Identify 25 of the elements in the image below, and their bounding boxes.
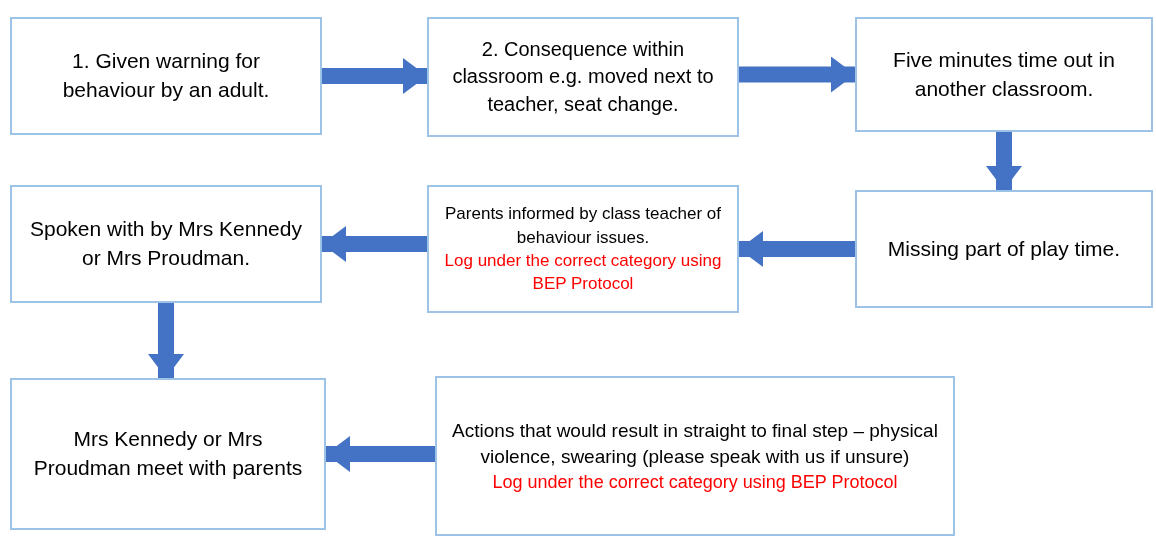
step-box — [10, 378, 326, 530]
block-arrow — [739, 231, 855, 267]
note-text: Log under the correct category using BEP Protocol — [492, 470, 898, 494]
block-arrow — [322, 226, 427, 262]
step-text: 2. Consequence within classroom e.g. moved next to teacher, seat change. — [451, 36, 715, 117]
step-text: Actions that would result in straight to final step – physical violence, swearing (please speak with us if unsure) — [451, 418, 939, 469]
block-arrow — [322, 58, 427, 94]
step-text: Parents informed by class teacher of behaviour issues. — [444, 203, 722, 249]
step-box — [10, 185, 322, 303]
step-text: 1. Given warning for behaviour by an adult. — [61, 48, 271, 103]
block-arrow — [986, 132, 1022, 190]
block-arrow — [326, 436, 435, 472]
step-box — [427, 17, 739, 137]
step-box — [427, 185, 739, 313]
step-box — [10, 17, 322, 135]
note-text: Log under the correct category using BEP Protocol — [443, 250, 723, 296]
block-arrow — [739, 56, 855, 93]
step-box — [435, 376, 955, 536]
step-text: Mrs Kennedy or Mrs Proudman meet with parents — [32, 426, 304, 481]
step-box — [855, 17, 1153, 132]
block-arrow — [148, 303, 184, 378]
step-text: Missing part of play time. — [887, 235, 1121, 262]
step-text: Five minutes time out in another classroom. — [892, 46, 1116, 102]
step-box — [855, 190, 1153, 308]
step-text: Spoken with by Mrs Kennedy or Mrs Proudman. — [29, 216, 303, 271]
